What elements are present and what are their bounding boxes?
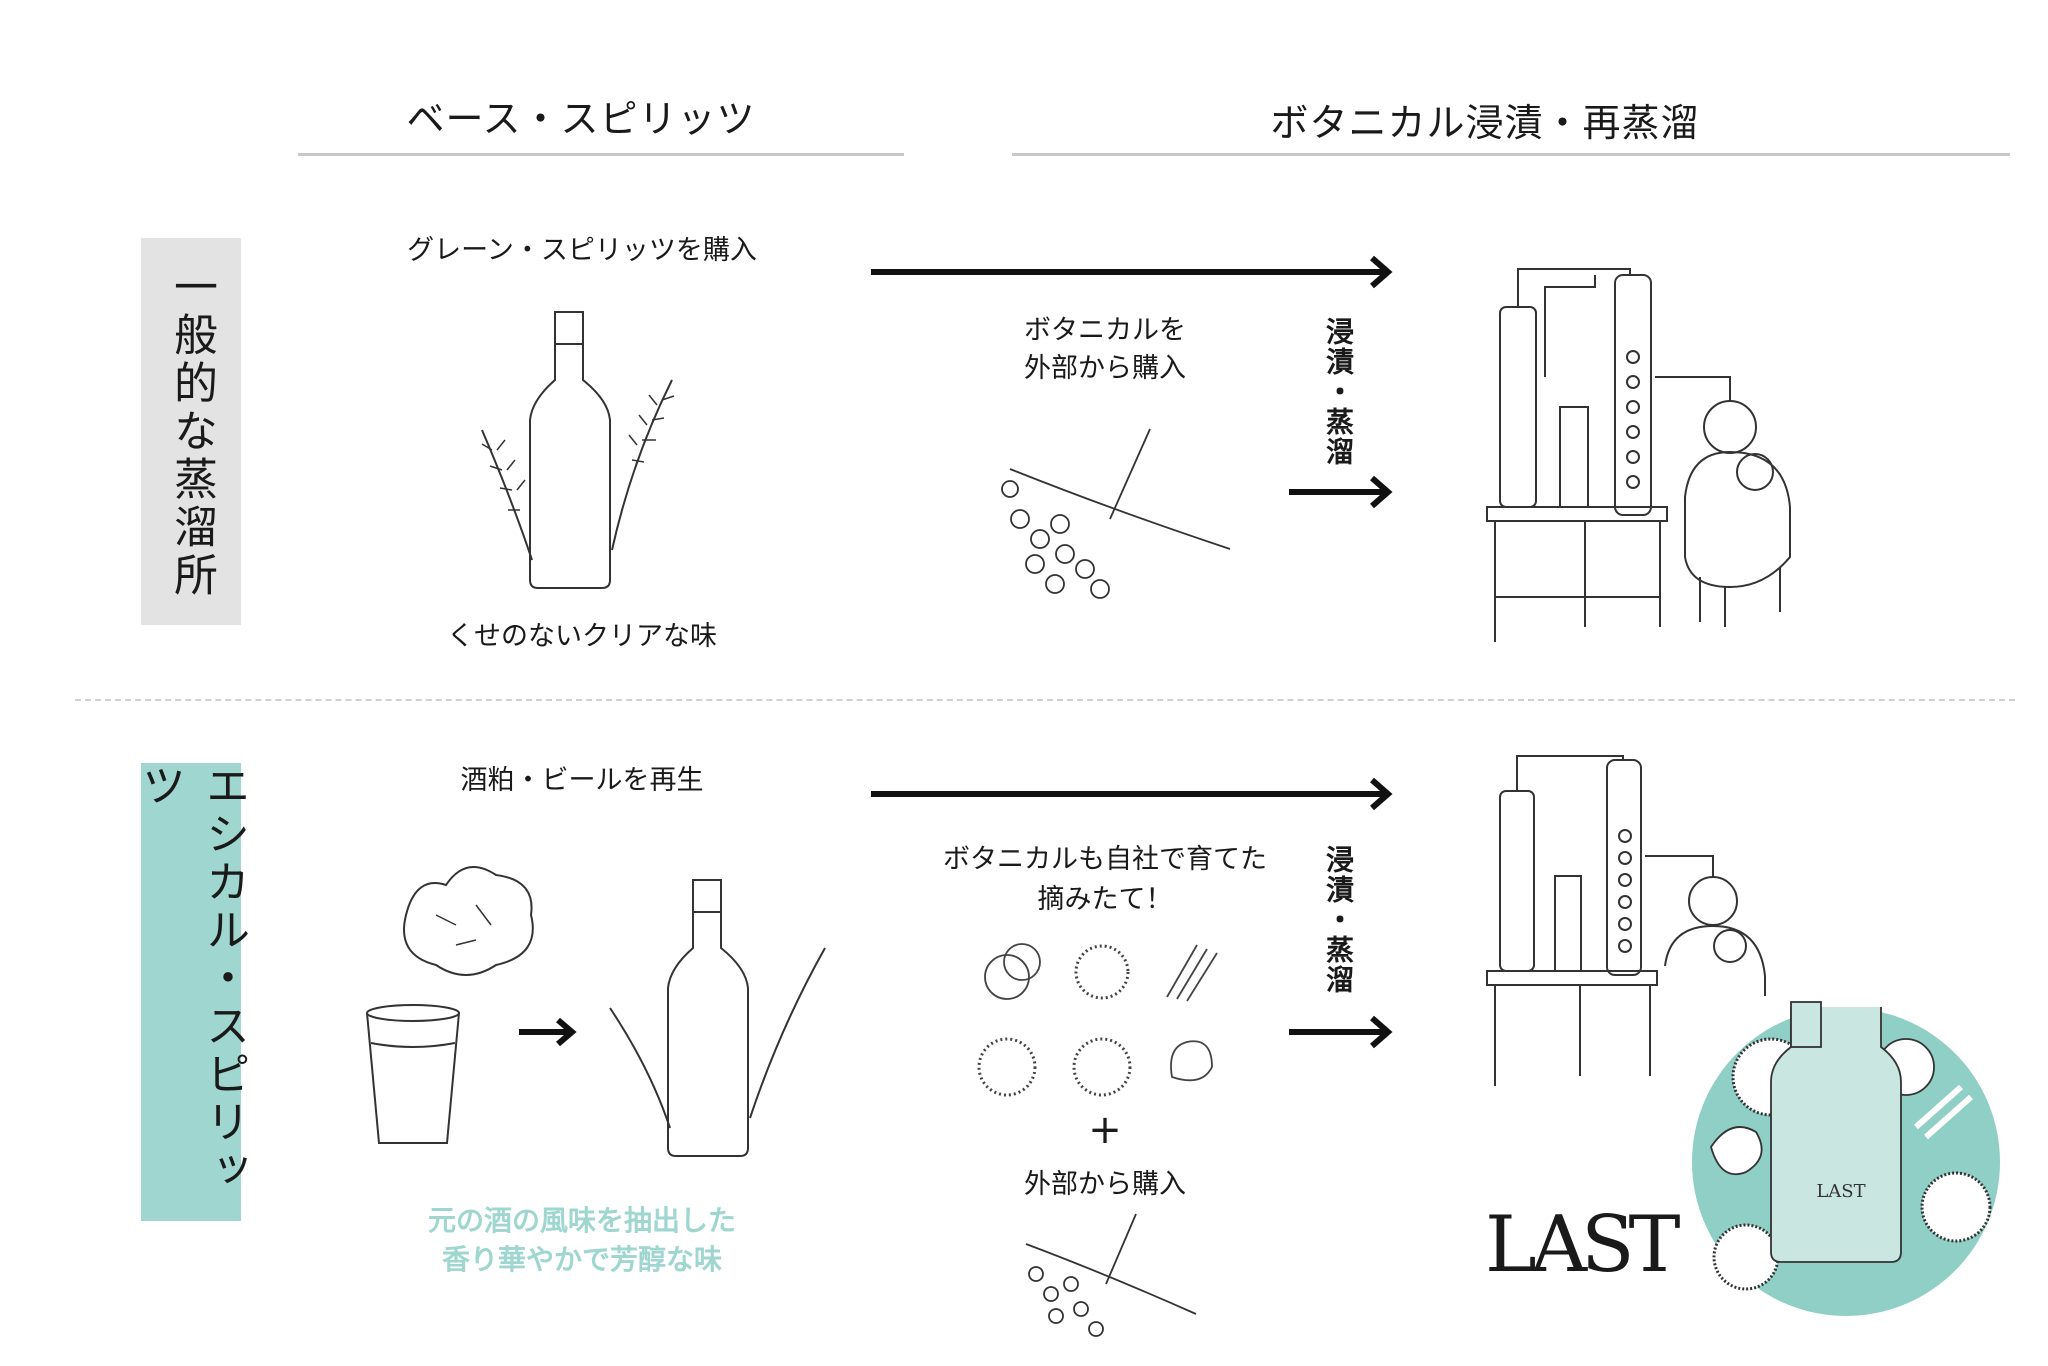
sake-lees-icon xyxy=(403,866,534,976)
bottle-label: LAST xyxy=(1816,1181,1865,1202)
header-divider xyxy=(298,153,904,156)
base-title: 酒粕・ビールを再生 xyxy=(460,765,704,796)
arrow-icon xyxy=(519,777,1393,1049)
grain-spirit-bottle-icon xyxy=(481,311,675,589)
side-label-conventional: 一般的な蒸溜所 xyxy=(141,238,241,625)
process-label: 浸漬・蒸溜 xyxy=(1322,845,1355,995)
base-caption: くせのないクリアな味 xyxy=(447,621,717,652)
botanical-line: 外部から購入 xyxy=(1024,353,1186,384)
distillation-still-icon xyxy=(1486,755,1766,1086)
last-gin-bottle-illustration: LAST xyxy=(1692,1001,2000,1316)
botanical-line: 摘みたて！ xyxy=(1037,884,1173,915)
row-divider xyxy=(75,699,2015,701)
brand-logo: LAST xyxy=(1485,1200,1681,1290)
distillation-still-icon xyxy=(1486,268,1791,642)
base-title: グレーン・スピリッツを購入 xyxy=(407,235,757,266)
header-divider xyxy=(1012,153,2010,156)
botanical-line: ボタニカルも自社で育てた xyxy=(943,844,1267,875)
base-caption: 元の酒の風味を抽出した xyxy=(427,1204,737,1237)
plus-sign: + xyxy=(1088,1107,1122,1153)
juniper-sprig-icon xyxy=(1001,428,1231,599)
beer-glass-icon xyxy=(366,1004,460,1144)
header-botanical: ボタニカル浸漬・再蒸溜 xyxy=(1270,101,1700,145)
side-label-text: 一般的な蒸溜所 xyxy=(166,263,217,600)
side-label-text: エシカル・スピリッツ xyxy=(134,763,249,1195)
botanical-line: ボタニカルを xyxy=(1024,315,1186,346)
external-label: 外部から購入 xyxy=(1024,1169,1186,1200)
ethical-spirit-bottle-icon xyxy=(609,879,826,1157)
process-label: 浸漬・蒸溜 xyxy=(1322,317,1355,467)
arrow-icon xyxy=(871,255,1393,509)
homegrown-botanicals-icon xyxy=(977,943,1218,1097)
header-base-spirits: ベース・スピリッツ xyxy=(406,97,756,141)
side-label-ethical: エシカル・スピリッツ xyxy=(134,763,249,1221)
base-caption: 香り華やかで芳醇な味 xyxy=(441,1243,723,1276)
juniper-sprig-icon xyxy=(1025,1213,1197,1337)
